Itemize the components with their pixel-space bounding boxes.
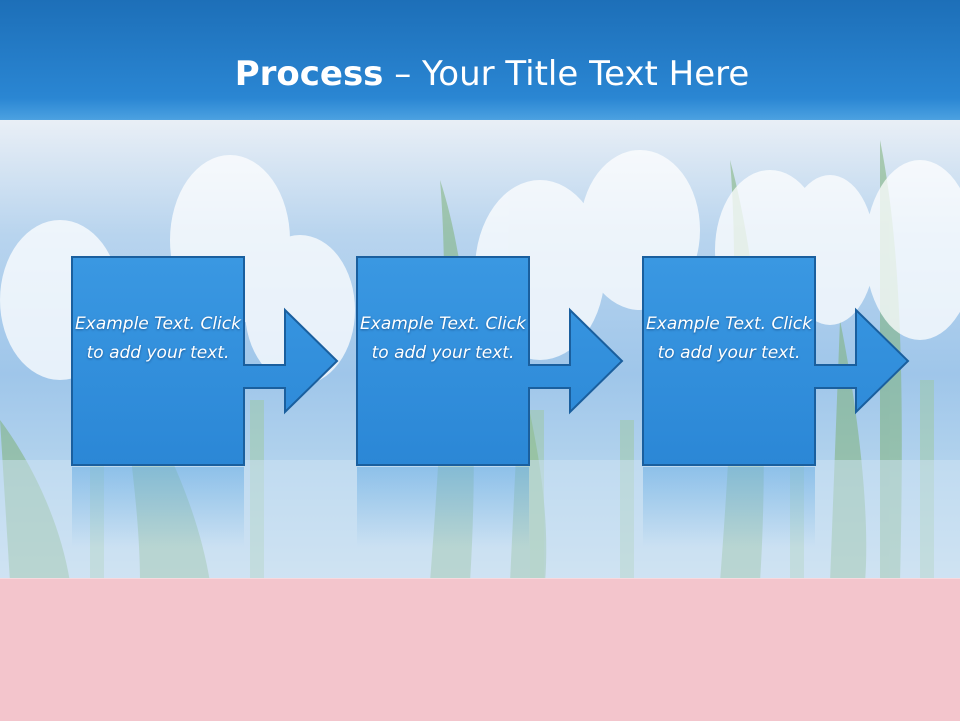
title-bold: Process [234, 54, 384, 94]
footer-band [0, 578, 960, 721]
process-step-3[interactable] [642, 256, 910, 547]
step-2-text[interactable]: Example Text. Click to add your text. [360, 314, 526, 363]
title-rest: – Your Title Text Here [383, 54, 750, 94]
step-3-text[interactable]: Example Text. Click to add your text. [646, 314, 812, 363]
process-step-2[interactable] [356, 256, 624, 547]
title-bar [0, 0, 960, 140]
step-1-text[interactable]: Example Text. Click to add your text. [75, 314, 241, 363]
slide-title[interactable]: Process – Your Title Text Here [0, 52, 960, 96]
process-step-1[interactable] [71, 256, 339, 547]
